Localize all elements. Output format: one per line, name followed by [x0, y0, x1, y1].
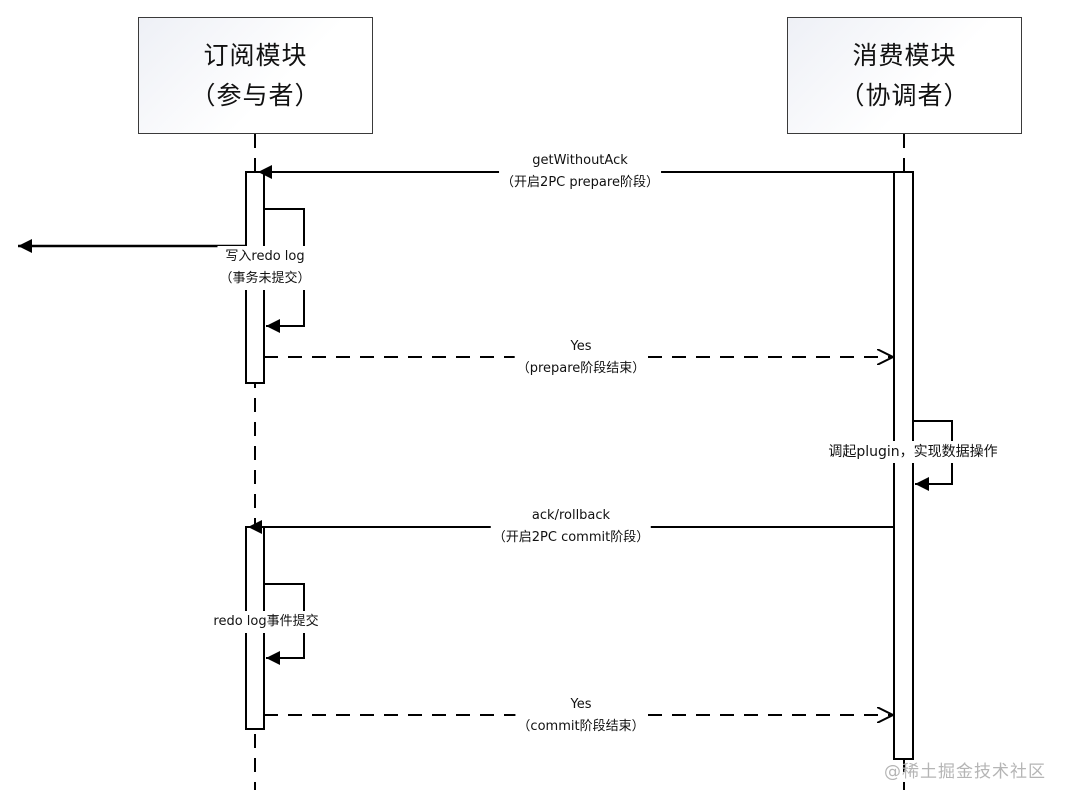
participant-title: 消费模块	[852, 40, 957, 70]
label-line1: 写入redo log	[225, 249, 305, 264]
label-line1: 调起plugin，实现数据操作	[828, 444, 998, 460]
label-line1: Yes	[570, 339, 592, 354]
label-line2: （事务未提交）	[219, 271, 311, 286]
participant-title: 订阅模块	[203, 40, 308, 70]
message-label-plugin: 调起plugin，实现数据操作	[826, 441, 1000, 463]
message-label-getwithoutack: getWithoutAck （开启2PC prepare阶段）	[499, 150, 661, 194]
label-line2: （开启2PC prepare阶段）	[501, 175, 659, 190]
message-label-yes-commit: Yes （commit阶段结束）	[515, 694, 647, 738]
label-line2: （开启2PC commit阶段）	[492, 530, 650, 545]
label-line2: （prepare阶段结束）	[516, 361, 646, 376]
participant-box-consumer: 消费模块 （协调者）	[787, 17, 1022, 134]
message-label-ack-rollback: ack/rollback （开启2PC commit阶段）	[490, 505, 652, 549]
activation-consumer	[893, 171, 914, 760]
label-line1: ack/rollback	[531, 508, 611, 523]
participant-box-subscriber: 订阅模块 （参与者）	[138, 17, 373, 134]
message-label-redo-commit: redo log事件提交	[211, 611, 321, 633]
label-line1: Yes	[570, 697, 592, 712]
label-line1: redo log事件提交	[213, 614, 319, 629]
label-line2: （commit阶段结束）	[517, 719, 645, 734]
participant-subtitle: （参与者）	[190, 80, 321, 110]
message-label-write-redo-log: 写入redo log （事务未提交）	[217, 246, 313, 290]
label-line1: getWithoutAck	[532, 153, 628, 168]
message-label-yes-prepare: Yes （prepare阶段结束）	[514, 336, 648, 380]
participant-subtitle: （协调者）	[839, 80, 970, 110]
watermark: @稀土掘金技术社区	[884, 762, 1046, 782]
